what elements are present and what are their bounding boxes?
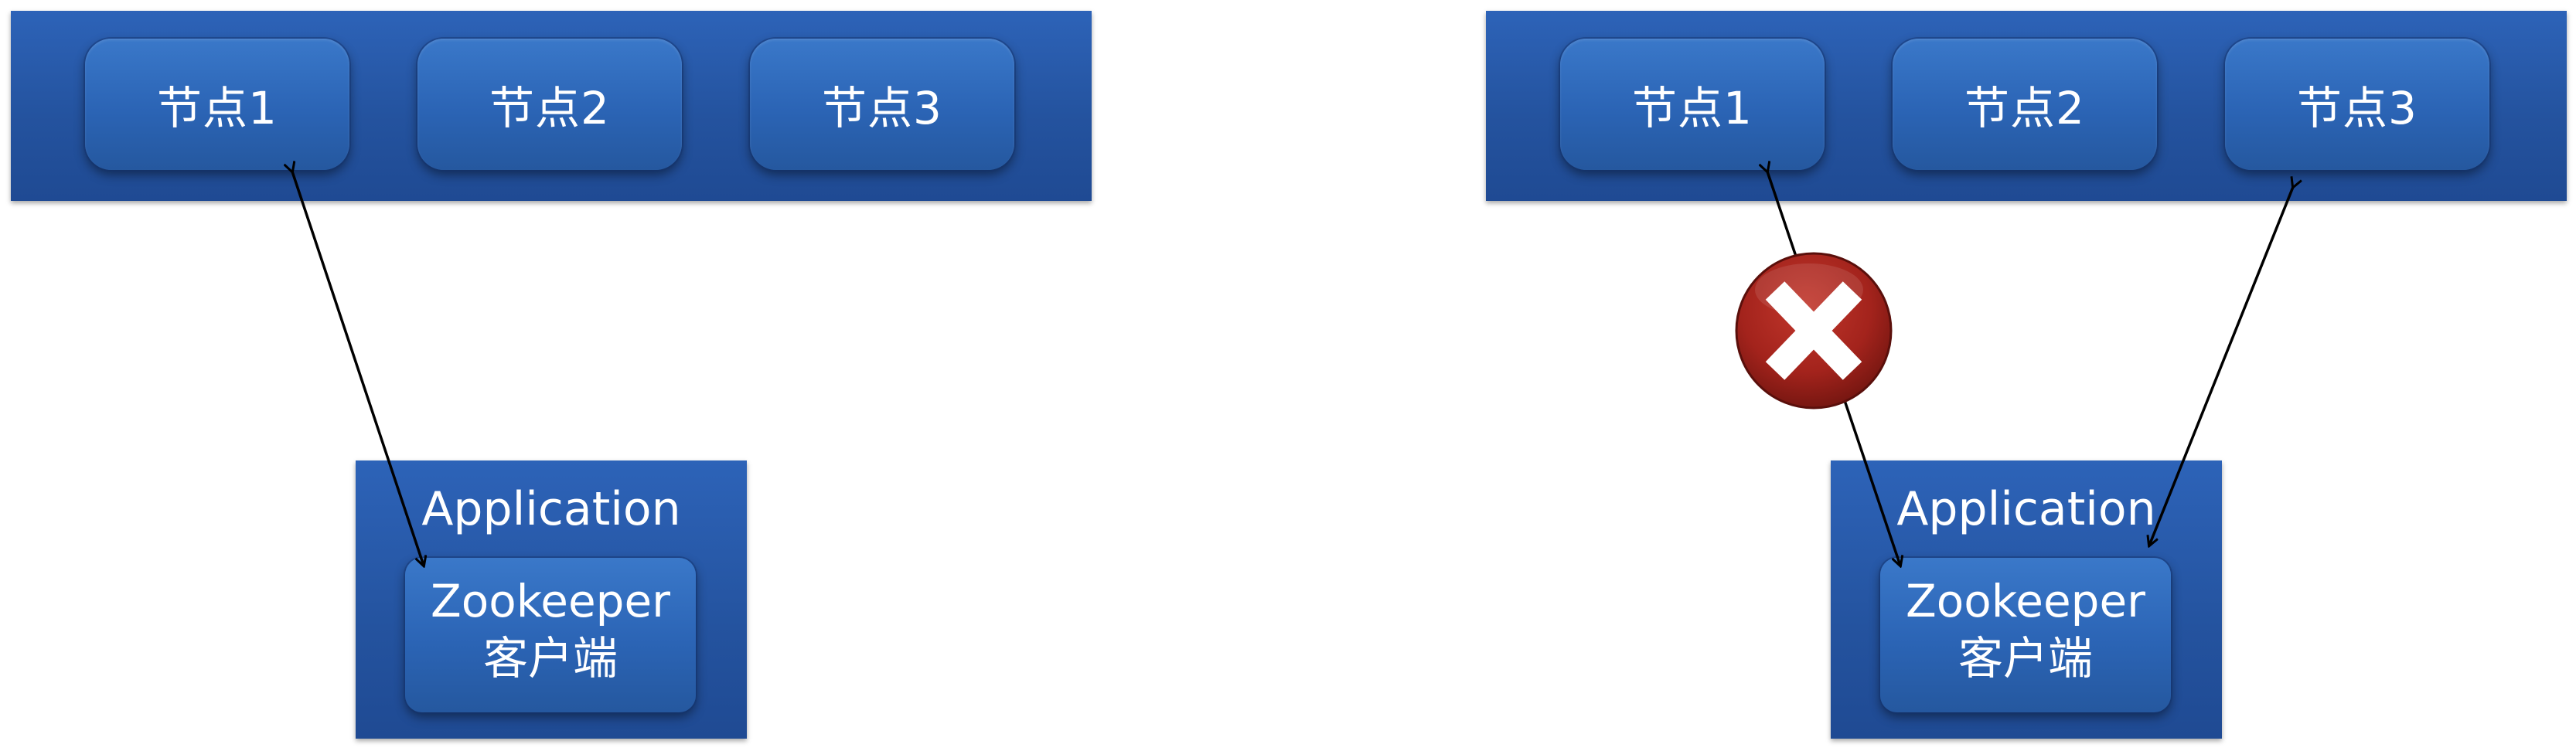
zookeeper-client-line1: Zookeeper: [431, 575, 670, 627]
server-node-2: 节点2: [417, 39, 682, 170]
connection-arrow-reconnected: [2149, 187, 2293, 545]
connection-arrow-left: [292, 172, 424, 566]
zookeeper-client-line1: Zookeeper: [1906, 575, 2145, 627]
server-node-1: 节点1: [85, 39, 349, 170]
server-node-2: 节点2: [1893, 39, 2157, 170]
zookeeper-client: Zookeeper 客户端: [1880, 558, 2171, 712]
zookeeper-client-line2: 客户端: [482, 632, 618, 685]
application-title: Application: [421, 482, 681, 536]
server-cluster-right: 节点1 节点2 节点3: [1486, 11, 2567, 201]
application-title: Application: [1896, 482, 2156, 536]
server-node-3: 节点3: [2225, 39, 2489, 170]
zookeeper-client-line2: 客户端: [1958, 632, 2093, 685]
server-node-3: 节点3: [750, 39, 1014, 170]
server-cluster-left: 节点1 节点2 节点3: [11, 11, 1092, 201]
server-node-1: 节点1: [1560, 39, 1825, 170]
zookeeper-client: Zookeeper 客户端: [405, 558, 696, 712]
close-icon: [1735, 252, 1893, 409]
